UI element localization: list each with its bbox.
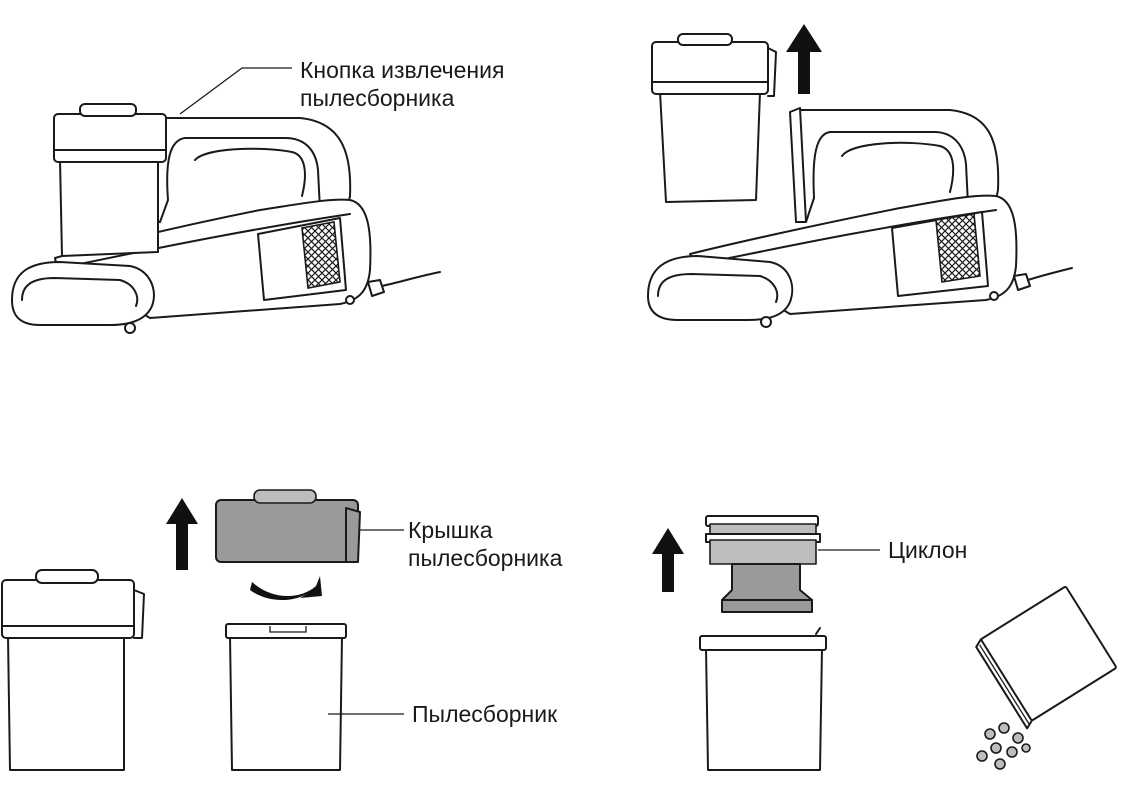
lid-label-line2: пылесборника (408, 545, 563, 571)
rotate-arrow-icon (250, 576, 322, 601)
container-assembled (1, 569, 145, 771)
cyclone-label: Циклон (888, 537, 968, 563)
lid-label: Крышка пылесборника (408, 516, 562, 572)
dust-particles (976, 722, 1031, 770)
vacuum-with-container (11, 103, 441, 334)
release-button-label-line2: пылесборника (300, 85, 455, 111)
cyclone-lift-arrow-icon (652, 528, 684, 592)
release-button-label-line1: Кнопка извлечения (300, 57, 505, 83)
lid-lift-arrow-icon (166, 498, 198, 570)
dust-container-empty (699, 627, 827, 771)
release-button-leader (179, 67, 292, 115)
dust-container-label: Пылесборник (412, 701, 558, 727)
tilted-container-emptying (975, 586, 1117, 730)
cyclone-assembly (705, 515, 821, 613)
lift-arrow-icon (786, 24, 822, 94)
container-lid (215, 489, 361, 563)
lid-label-line1: Крышка (408, 517, 493, 543)
release-button-label: Кнопка извлечения пылесборника (300, 56, 504, 112)
dust-container-open (225, 623, 347, 771)
vacuum-container-removed (647, 33, 1073, 328)
